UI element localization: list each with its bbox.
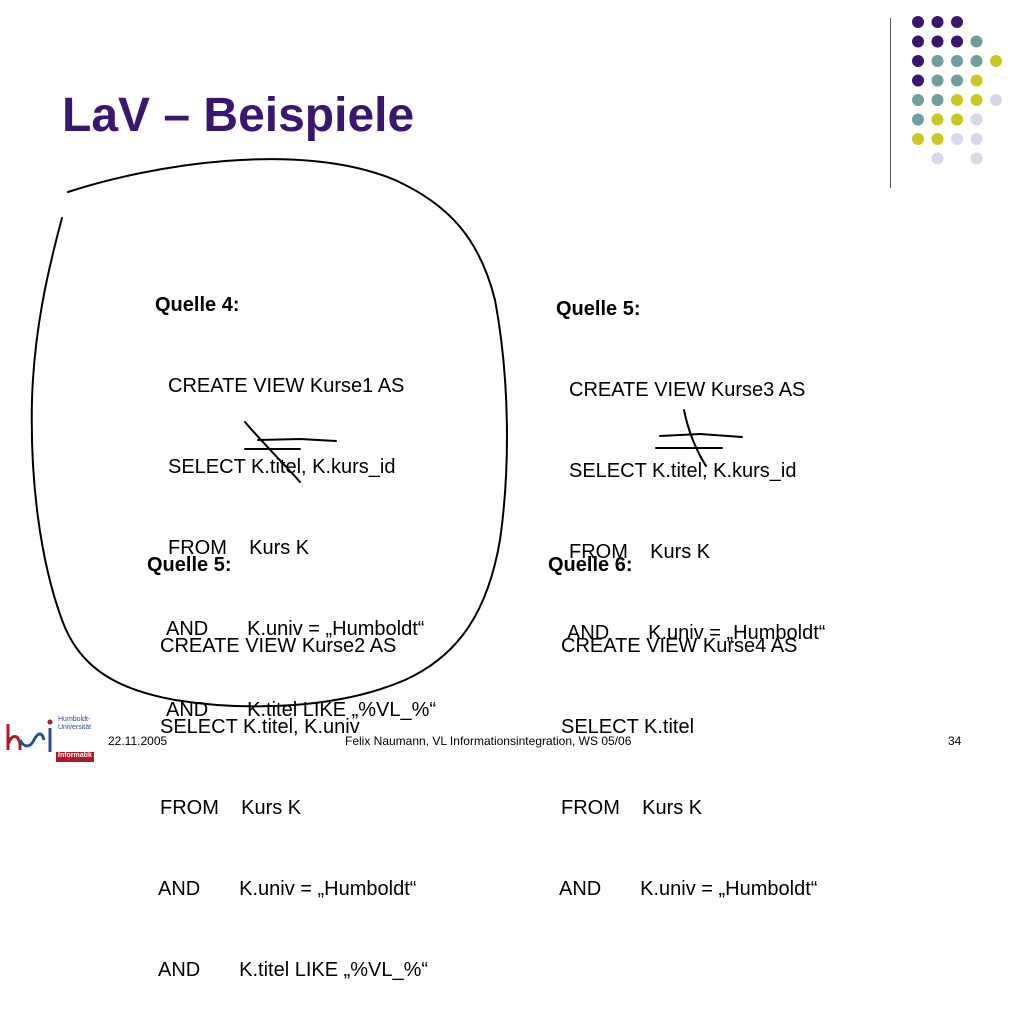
sql-line: FROM Kurs K [160, 797, 302, 819]
block-heading: Quelle 4: [155, 294, 240, 316]
decorative-dot [970, 94, 983, 106]
decorative-dot [951, 113, 963, 126]
decorative-dot [951, 94, 963, 106]
divider-line [890, 18, 891, 188]
sql-line: SELECT K.titel, K.univ [160, 716, 360, 738]
decorative-dot [912, 94, 924, 106]
logo-text-line: Informatik [58, 752, 92, 759]
sql-line: AND K.univ = „Humboldt“ [158, 878, 417, 900]
sql-line: SELECT K.titel, K.kurs_id [168, 456, 396, 478]
decorative-dot [931, 16, 944, 28]
decorative-dot [931, 55, 944, 67]
decorative-dot [931, 152, 944, 165]
logo-text-line: Humboldt- [58, 716, 91, 723]
decorative-dot [951, 74, 963, 87]
sql-line: SELECT K.titel [561, 716, 695, 738]
decorative-dot [912, 74, 924, 87]
quelle-5-bottom-block: Quelle 5: CREATE VIEW Kurse2 AS SELECT K… [147, 498, 428, 1011]
quelle-5-top-block: Quelle 5: CREATE VIEW Kurse3 AS SELECT K… [556, 242, 825, 674]
decorative-dot [970, 133, 983, 145]
footer-date: 22.11.2005 [108, 734, 168, 748]
decorative-dot [970, 55, 983, 67]
sql-line: CREATE VIEW Kurse4 AS [561, 635, 798, 657]
page-number: 34 [948, 734, 962, 748]
block-heading: Quelle 6: [548, 554, 633, 576]
quelle-6-block: Quelle 6: CREATE VIEW Kurse4 AS SELECT K… [548, 498, 817, 930]
sql-line: FROM Kurs K [569, 541, 711, 563]
decorative-dot [931, 94, 944, 106]
decorative-dot [931, 35, 944, 48]
decorative-dot [951, 133, 963, 145]
sql-line: CREATE VIEW Kurse3 AS [569, 379, 806, 401]
decorative-dot [970, 113, 983, 126]
decorative-dot [912, 133, 924, 145]
sql-line: CREATE VIEW Kurse1 AS [168, 375, 405, 397]
decorative-dot [970, 74, 983, 87]
block-heading: Quelle 5: [556, 298, 641, 320]
logo-text-line: Universität [58, 724, 92, 731]
sql-line: AND K.univ = „Humboldt“ [567, 622, 826, 644]
sql-line: SELECT K.titel, K.kurs_id [569, 460, 797, 482]
decorative-dot [912, 16, 924, 28]
decorative-dot [990, 94, 1002, 106]
decorative-dot [912, 35, 924, 48]
sql-line: AND K.titel LIKE „%VL_%“ [158, 959, 429, 981]
block-heading: Quelle 5: [147, 554, 232, 576]
decorative-dot [970, 152, 983, 165]
sql-line: FROM Kurs K [561, 797, 703, 819]
decorative-dot [951, 16, 963, 28]
footer-author: Felix Naumann, VL Informationsintegratio… [345, 734, 632, 748]
decorative-dot [931, 74, 944, 87]
decorative-dot [912, 55, 924, 67]
decorative-dot [990, 55, 1002, 67]
decorative-dot [970, 35, 983, 48]
sql-line: CREATE VIEW Kurse2 AS [160, 635, 397, 657]
decorative-dot [912, 113, 924, 126]
sql-line: AND K.univ = „Humboldt“ [559, 878, 818, 900]
decorative-dot [931, 133, 944, 145]
decorative-dot [951, 55, 963, 67]
slide-title: LaV – Beispiele [62, 89, 415, 142]
decorative-dot-grid [912, 16, 1002, 165]
decorative-dot [951, 35, 963, 48]
humboldt-logo [6, 719, 94, 762]
decorative-dot [931, 113, 944, 126]
